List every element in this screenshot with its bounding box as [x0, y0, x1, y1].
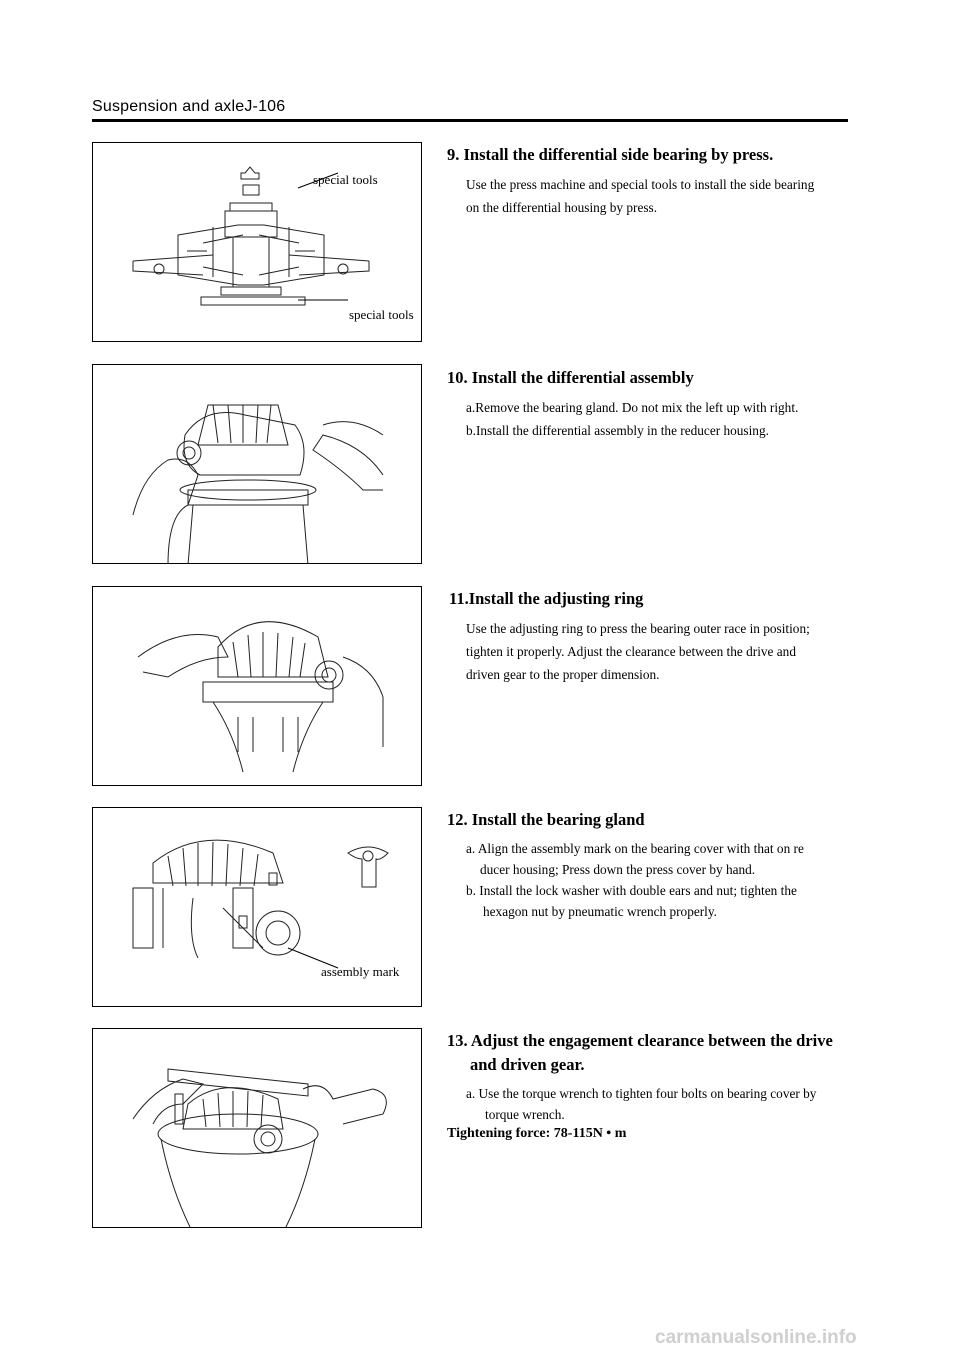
figure-adjusting-ring — [92, 586, 422, 786]
step-12-line-4: hexagon nut by pneumatic wrench properly… — [483, 904, 717, 919]
differential-assembly-illustration — [132, 404, 384, 563]
figure-bearing-gland: assembly mark — [92, 807, 422, 1007]
page-header: Suspension and axleJ-106 — [92, 98, 286, 115]
figure-differential-assembly — [92, 364, 422, 564]
tightening-force: Tightening force: 78-115N • m — [447, 1126, 627, 1141]
step-13-title: 13. Adjust the engagement clearance betw… — [447, 1029, 857, 1077]
watermark: carmanualsonline.info — [655, 1327, 857, 1348]
step-9-title: 9. Install the differential side bearing… — [447, 145, 774, 164]
step-13-title-line-2: and driven gear. — [470, 1055, 585, 1074]
press-bearing-illustration — [132, 166, 370, 306]
step-12: 12. Install the bearing gland a. Align t… — [447, 808, 857, 922]
adjusting-ring-illustration — [137, 621, 384, 773]
step-13: 13. Adjust the engagement clearance betw… — [447, 1029, 857, 1125]
figure-torque-wrench — [92, 1028, 422, 1228]
step-9: 9. Install the differential side bearing… — [447, 143, 857, 219]
step-12-title: 12. Install the bearing gland — [447, 810, 645, 829]
step-13-line-1: a. Use the torque wrench to tighten four… — [466, 1086, 817, 1101]
special-tools-label-bottom: special tools — [349, 307, 414, 322]
step-11-title: 11.Install the adjusting ring — [449, 589, 644, 608]
step-11-line-3: driven gear to the proper dimension. — [466, 667, 660, 682]
special-tools-label-top: special tools — [313, 172, 378, 187]
bearing-gland-illustration — [132, 839, 389, 969]
step-10-line-1: a.Remove the bearing gland. Do not mix t… — [466, 400, 799, 415]
assembly-mark-label: assembly mark — [321, 964, 400, 979]
step-12-line-3: b. Install the lock washer with double e… — [466, 883, 797, 898]
step-13-line-2: torque wrench. — [485, 1107, 565, 1122]
step-11-line-1: Use the adjusting ring to press the bear… — [466, 621, 810, 636]
figure-press-bearing: special tools special tools — [92, 142, 422, 342]
step-13-title-line-1: 13. Adjust the engagement clearance betw… — [447, 1031, 833, 1050]
torque-wrench-illustration — [132, 1068, 387, 1227]
step-9-line-1: Use the press machine and special tools … — [466, 177, 815, 192]
step-10-title: 10. Install the differential assembly — [447, 368, 694, 387]
step-10-line-2: b.Install the differential assembly in t… — [466, 423, 769, 438]
step-10: 10. Install the differential assembly a.… — [447, 366, 857, 442]
step-9-line-2: on the differential housing by press. — [466, 200, 658, 215]
step-11-line-2: tighten it properly. Adjust the clearanc… — [466, 644, 796, 659]
step-11: 11.Install the adjusting ring Use the ad… — [447, 587, 857, 686]
header-rule — [92, 119, 848, 122]
step-12-line-1: a. Align the assembly mark on the bearin… — [466, 841, 804, 856]
step-12-line-2: ducer housing; Press down the press cove… — [480, 862, 756, 877]
